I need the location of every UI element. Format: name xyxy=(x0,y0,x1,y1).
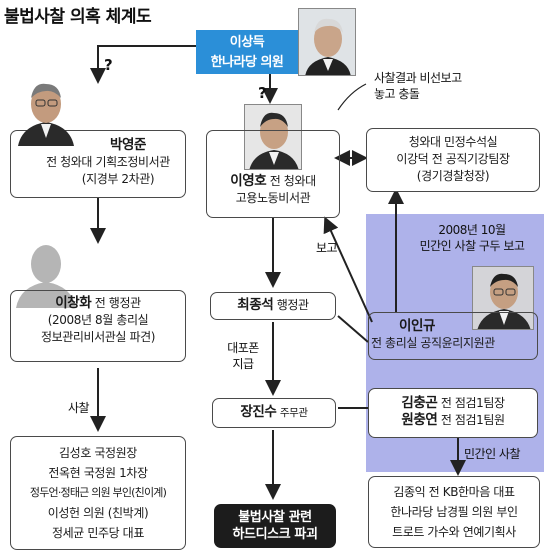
diagram-title: 불법사찰 의혹 체계도 xyxy=(4,7,152,27)
lee-ingyu-photo xyxy=(472,266,534,330)
target-right-item: 김종익 전 KB한마음 대표 xyxy=(393,485,515,499)
targets-right-box: 김종익 전 KB한마음 대표 한나라당 남경필 의원 부인 트로트 가수와 연예… xyxy=(368,476,540,548)
lee-youngho-name: 이영호 xyxy=(230,173,267,189)
target-right-item: 한나라당 남경필 의원 부인 xyxy=(390,505,518,519)
jang-jinsu-name: 장진수 xyxy=(240,404,277,420)
target-left-item: 정두언·정태근 의원 부인(친이계) xyxy=(29,486,167,499)
civilian-surveillance-label: 민간인 사찰 xyxy=(464,447,521,461)
bluehouse-civil-line3: (경기경찰청장) xyxy=(416,169,490,183)
conflict-note-line1: 사찰결과 비선보고 xyxy=(374,71,462,85)
report-label: 보고 xyxy=(316,241,338,255)
team-member2-role: 전 점검1팀원 xyxy=(440,413,505,427)
target-right-item: 트로트 가수와 연예기획사 xyxy=(392,525,516,539)
jang-jinsu-box: 장진수 주무관 xyxy=(212,398,336,428)
question-mark-left: ? xyxy=(104,56,113,74)
lee-ingyu-role: 전 총리실 공직윤리지원관 xyxy=(371,336,495,350)
choi-jongseok-name: 최종석 xyxy=(237,297,274,313)
bluehouse-civil-line1: 청와대 민정수석실 xyxy=(408,135,498,149)
report-note-line2: 민간인 사찰 구두 보고 xyxy=(419,239,525,253)
surveillance-label: 사찰 xyxy=(68,401,90,415)
lee-youngho-box: 이영호 전 청와대 고용노동비서관 xyxy=(206,130,340,218)
report-note: 2008년 10월 민간인 사찰 구두 보고 xyxy=(404,222,540,254)
destroy-line2: 하드디스크 파괴 xyxy=(232,527,318,542)
team-member1-role: 전 점검1팀장 xyxy=(440,396,505,410)
report-note-line1: 2008년 10월 xyxy=(438,223,506,237)
lee-changhwa-role: 전 행정관 xyxy=(94,296,141,310)
conflict-note: 사찰결과 비선보고 놓고 충돌 xyxy=(374,70,462,102)
jang-jinsu-role: 주무관 xyxy=(279,407,308,419)
targets-left-box: 김성호 국정원장 전옥현 국정원 1차장 정두언·정태근 의원 부인(친이계) … xyxy=(10,436,186,550)
lee-sangdeuk-photo xyxy=(298,8,356,76)
phone-label-line1: 대포폰 xyxy=(227,341,259,355)
lee-youngho-role-line2: 고용노동비서관 xyxy=(235,191,311,205)
bluehouse-civil-line2: 이강덕 전 공직기강팀장 xyxy=(396,152,510,166)
target-left-item: 전옥현 국정원 1차장 xyxy=(48,466,148,480)
inspection-team-box: 김충곤 전 점검1팀장 원충연 전 점검1팀원 xyxy=(368,388,538,438)
target-left-item: 정세균 민주당 대표 xyxy=(52,526,144,540)
hard-disk-destroy-box: 불법사찰 관련 하드디스크 파괴 xyxy=(214,504,336,548)
team-member2-name: 원충연 xyxy=(401,412,438,428)
bluehouse-civil-affairs-box: 청와대 민정수석실 이강덕 전 공직기강팀장 (경기경찰청장) xyxy=(366,128,540,192)
team-member1-name: 김충곤 xyxy=(401,395,438,411)
target-left-item: 김성호 국정원장 xyxy=(59,446,137,460)
choi-jongseok-role: 행정관 xyxy=(276,298,309,312)
park-youngjun-note: (지경부 2차관) xyxy=(81,172,155,186)
lee-youngho-role: 전 청와대 xyxy=(269,174,316,188)
conflict-note-line2: 놓고 충돌 xyxy=(374,87,420,101)
phone-label: 대포폰 지급 xyxy=(220,340,266,372)
lee-changhwa-silhouette xyxy=(14,240,78,308)
destroy-line1: 불법사찰 관련 xyxy=(238,510,312,525)
lee-changhwa-name: 이창화 xyxy=(55,295,92,311)
lee-sangdeuk-box: 이상득 한나라당 의원 xyxy=(196,30,298,74)
choi-jongseok-box: 최종석 행정관 xyxy=(210,292,336,320)
lee-ingyu-box: 이인규 전 총리실 공직윤리지원관 xyxy=(368,312,538,360)
park-youngjun-name: 박영준 xyxy=(109,137,147,153)
phone-label-line2: 지급 xyxy=(232,357,254,371)
lee-sangdeuk-role: 한나라당 의원 xyxy=(210,55,284,70)
lee-changhwa-line2: (2008년 8월 총리실 xyxy=(47,313,149,327)
park-youngjun-photo xyxy=(14,76,78,146)
question-mark-center: ? xyxy=(258,84,267,102)
lee-changhwa-line3: 정보관리비서관실 파견) xyxy=(40,330,156,344)
target-left-item: 이성헌 의원 (친박계) xyxy=(47,506,149,520)
park-youngjun-role: 전 청와대 기획조정비서관 xyxy=(46,155,170,169)
lee-ingyu-name: 이인규 xyxy=(399,318,436,334)
lee-changhwa-box: 이창화 전 행정관 (2008년 8월 총리실 정보관리비서관실 파견) xyxy=(10,290,186,362)
lee-sangdeuk-name: 이상득 xyxy=(229,35,265,50)
lee-youngho-photo xyxy=(244,104,302,170)
